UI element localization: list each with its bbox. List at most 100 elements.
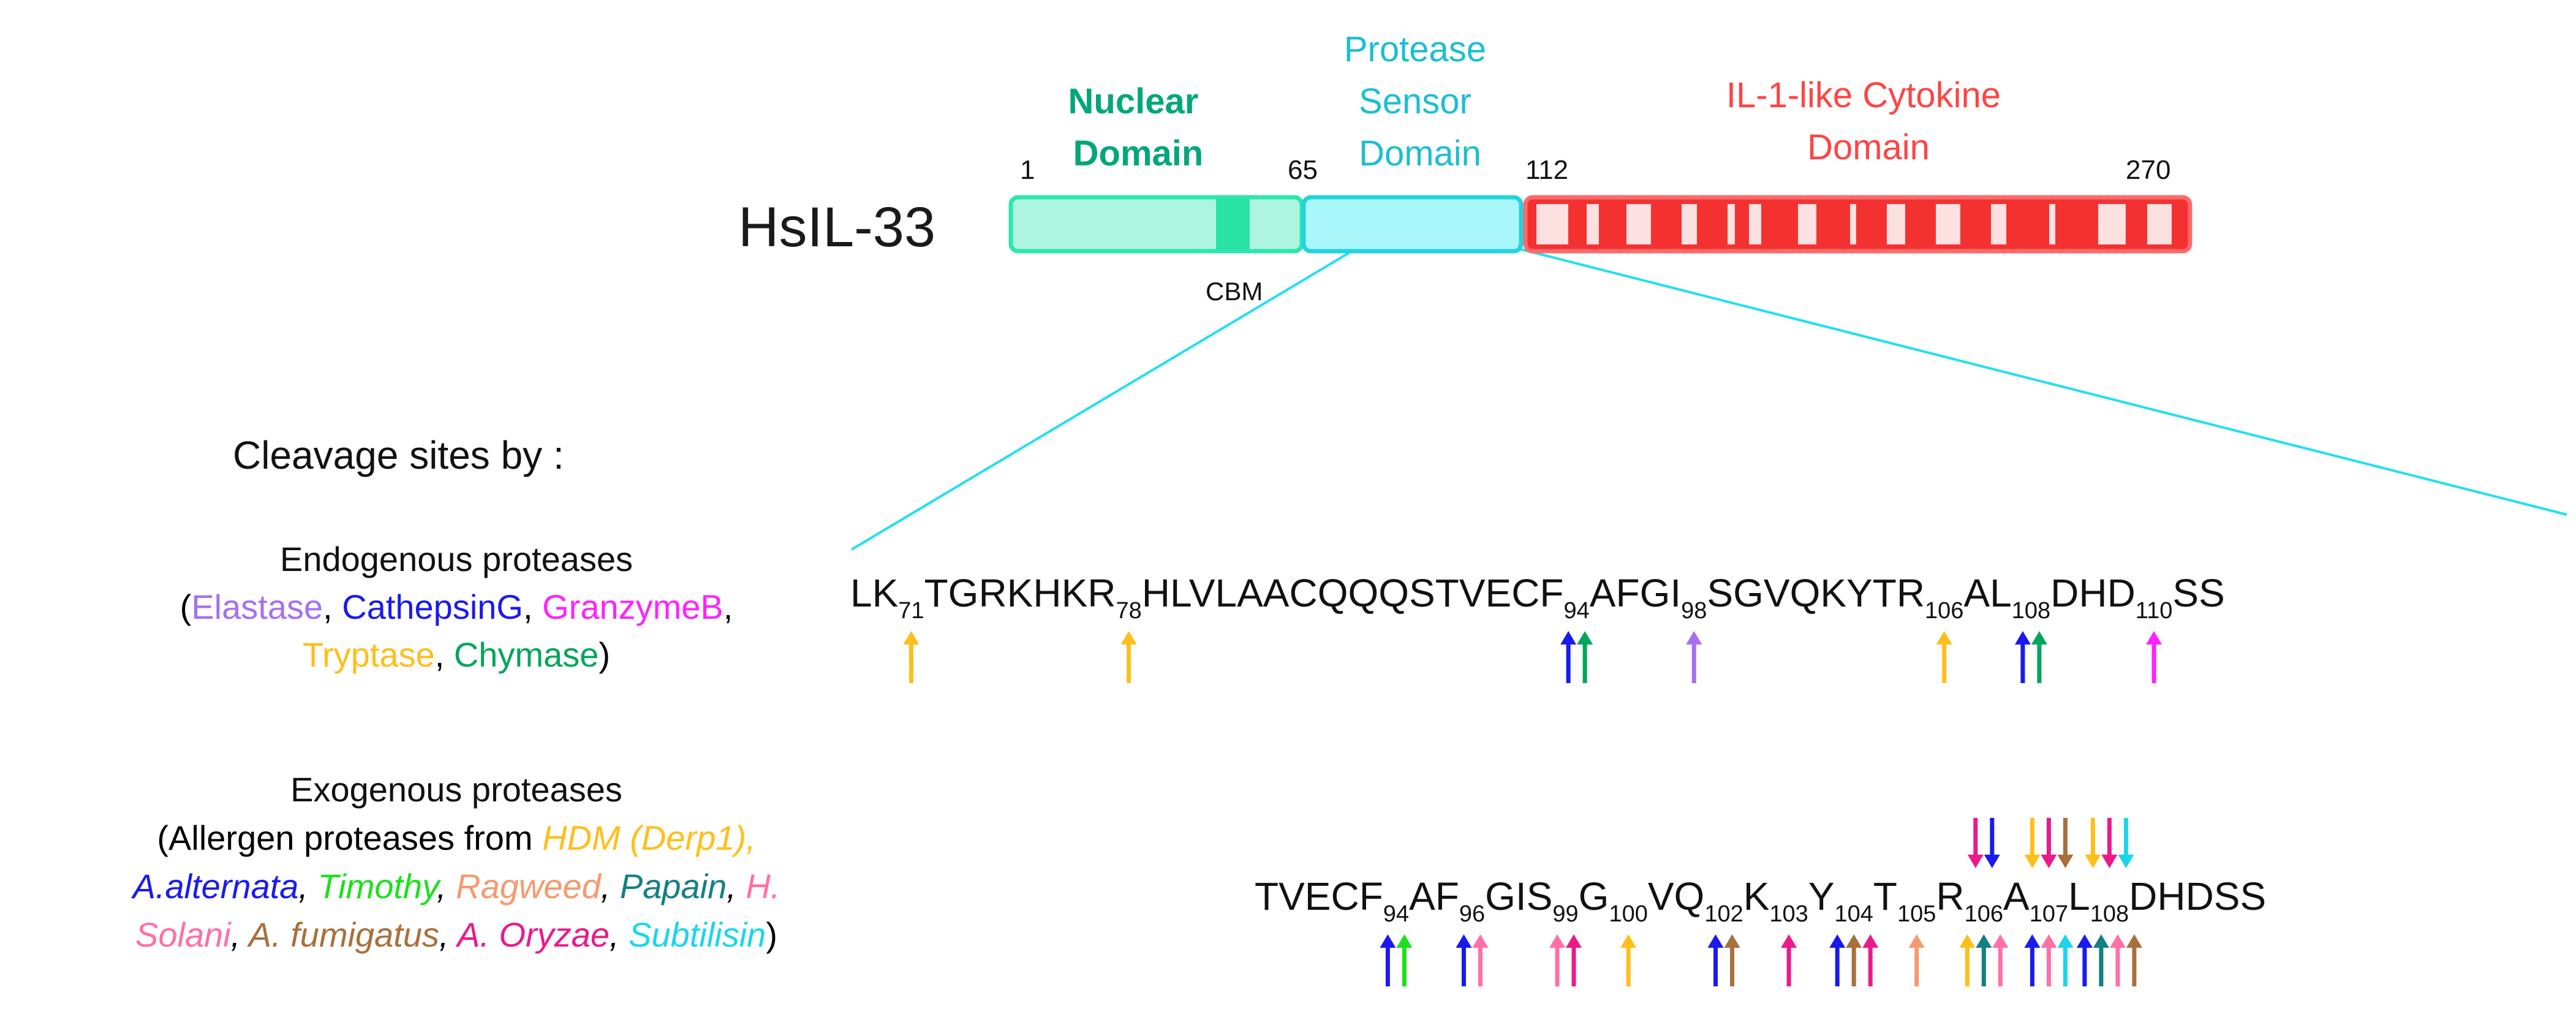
residue-position-subscript: 106 xyxy=(1965,901,2003,927)
protease-name-part: Tryptase xyxy=(303,635,435,674)
exogenous-list-line-3: A.alternata, Timothy, Ragweed, Papain, H… xyxy=(131,867,780,905)
beta-band xyxy=(2098,204,2126,244)
protease-name-part: HDM (Derp1), xyxy=(542,819,755,857)
beta-band xyxy=(2049,204,2055,244)
cleavage-arrow-head xyxy=(2093,934,2109,948)
cleavage-arrow-head xyxy=(1908,934,1925,948)
cleavage-arrow-head xyxy=(1456,934,1472,948)
cleavage-arrow-head xyxy=(1976,934,1992,948)
protease-name-part: , xyxy=(723,588,733,626)
cleavage-arrow-head xyxy=(2146,631,2162,645)
beta-band xyxy=(1887,204,1905,244)
protease-name-part: Chymase xyxy=(454,635,599,674)
cleavage-arrow-head xyxy=(2126,934,2142,948)
cleavage-arrow-head xyxy=(2085,855,2101,868)
beta-band xyxy=(1682,204,1697,244)
residue-position-subscript: 107 xyxy=(2030,901,2068,927)
exogenous-list-line-4: Solani, A. fumigatus, A. Oryzae, Subtili… xyxy=(135,915,777,954)
cleavage-arrow-head xyxy=(2118,855,2134,868)
cleavage-arrow-head xyxy=(1686,631,1702,645)
protease-name-part: , xyxy=(435,635,454,674)
sequence-residues: A xyxy=(2003,874,2030,918)
sequence-residues: VQ xyxy=(1648,874,1704,918)
residue-position-subscript: 108 xyxy=(2090,901,2129,927)
sequence-residues: R xyxy=(1936,874,1964,918)
cleavage-arrow-head xyxy=(1380,934,1396,948)
residue-position-subscript: 105 xyxy=(1897,901,1936,927)
beta-band xyxy=(2147,204,2172,244)
sequence-residues: Y xyxy=(1808,874,1835,918)
cleavage-arrow-head xyxy=(1862,934,1879,948)
protease-name-part: A. Oryzae xyxy=(455,915,610,954)
cleavage-arrow-head xyxy=(1577,631,1593,645)
protease-name-part: A. fumigatus xyxy=(247,915,439,954)
protease-name-part: Solani xyxy=(135,915,232,954)
nuclear-domain-box xyxy=(1008,195,1304,254)
protease-name-part: ) xyxy=(766,915,777,954)
protease-name-part: , xyxy=(437,867,456,905)
beta-band xyxy=(1536,204,1568,244)
cleavage-arrow-head xyxy=(1992,934,2009,948)
nuclear-domain-label: Nuclear Domain xyxy=(1068,81,1209,173)
sequence-residues: G xyxy=(1579,874,1609,918)
beta-band xyxy=(1728,204,1735,244)
residue-position-subscript: 94 xyxy=(1383,901,1409,927)
protease-name-part: A.alternata xyxy=(131,867,299,905)
protease-name-part: GranzymeB xyxy=(542,588,723,626)
cleavage-title: Cleavage sites by : xyxy=(233,433,564,477)
protease-name-part: (Allergen proteases from xyxy=(157,819,542,857)
residue-position-subscript: 100 xyxy=(1609,901,1647,927)
residue-position-subscript: 94 xyxy=(1564,598,1590,624)
protease-name-part: , xyxy=(231,915,249,954)
protease-name-part: H. xyxy=(746,867,780,905)
cleavage-arrow-head xyxy=(1560,631,1577,645)
beta-band xyxy=(1749,204,1761,244)
residue-position-subscript: 110 xyxy=(2136,598,2173,624)
sequence-residues: TGRKHKR xyxy=(924,571,1116,615)
beta-band xyxy=(1936,204,1960,244)
residue-position-subscript: 99 xyxy=(1552,901,1578,927)
beta-band xyxy=(1587,204,1599,244)
cleavage-arrow-head xyxy=(2024,855,2041,868)
residue-position-subscript: 78 xyxy=(1116,598,1141,624)
cleavage-arrow-head xyxy=(2057,934,2074,948)
position-label-1: 1 xyxy=(1020,155,1035,185)
cleavage-arrow-head xyxy=(1829,934,1846,948)
protease-name-part: , xyxy=(610,915,629,954)
protease-name-part: Timothy xyxy=(318,867,442,905)
endogenous-heading: Endogenous proteases xyxy=(280,540,633,578)
sensor-domain-label: Protease Sensor Domain xyxy=(1344,29,1496,173)
beta-band xyxy=(1626,204,1651,244)
cleavage-arrow-head xyxy=(1549,934,1566,948)
cleavage-arrow-head xyxy=(1846,934,1862,948)
cleavage-arrow-head xyxy=(2014,631,2031,645)
protease-name-part: Ragweed xyxy=(456,867,602,905)
exogenous-heading: Exogenous proteases xyxy=(290,770,622,809)
cleavage-arrow-head xyxy=(2031,631,2047,645)
sequence-residues: HLVLAACQQQSTVECF xyxy=(1142,571,1564,615)
protease-name-part: , xyxy=(298,867,317,905)
residue-position-subscript: 104 xyxy=(1835,901,1873,927)
position-label-112: 112 xyxy=(1525,155,1568,185)
protease-name-part: , xyxy=(523,588,542,626)
cleavage-arrow-head xyxy=(2041,934,2057,948)
residue-position-subscript: 102 xyxy=(1704,901,1743,927)
cleavage-arrow-head xyxy=(2041,855,2057,868)
sequence-residues: TVECF xyxy=(1255,874,1383,918)
protease-name-part: CathepsinG xyxy=(342,588,523,626)
cleavage-arrow-head xyxy=(2101,855,2118,868)
sequence-residues: GIS xyxy=(1485,874,1552,918)
zoom-line-right xyxy=(1516,247,2567,516)
sequence-residues: AFGI xyxy=(1590,571,1681,615)
exogenous-list-line-2: (Allergen proteases from HDM (Derp1), xyxy=(157,819,755,857)
cleavage-arrow-head xyxy=(2024,934,2041,948)
cleavage-arrow-head xyxy=(1472,934,1489,948)
cleavage-arrow-head xyxy=(1620,934,1637,948)
beta-band xyxy=(1850,204,1856,244)
cleavage-arrow-head xyxy=(1781,934,1797,948)
sequence-residues: AL xyxy=(1963,571,2011,615)
cleavage-arrow-head xyxy=(1936,631,1952,645)
cleavage-arrow-head xyxy=(1707,934,1724,948)
protease-name-part: Subtilisin xyxy=(629,915,766,954)
